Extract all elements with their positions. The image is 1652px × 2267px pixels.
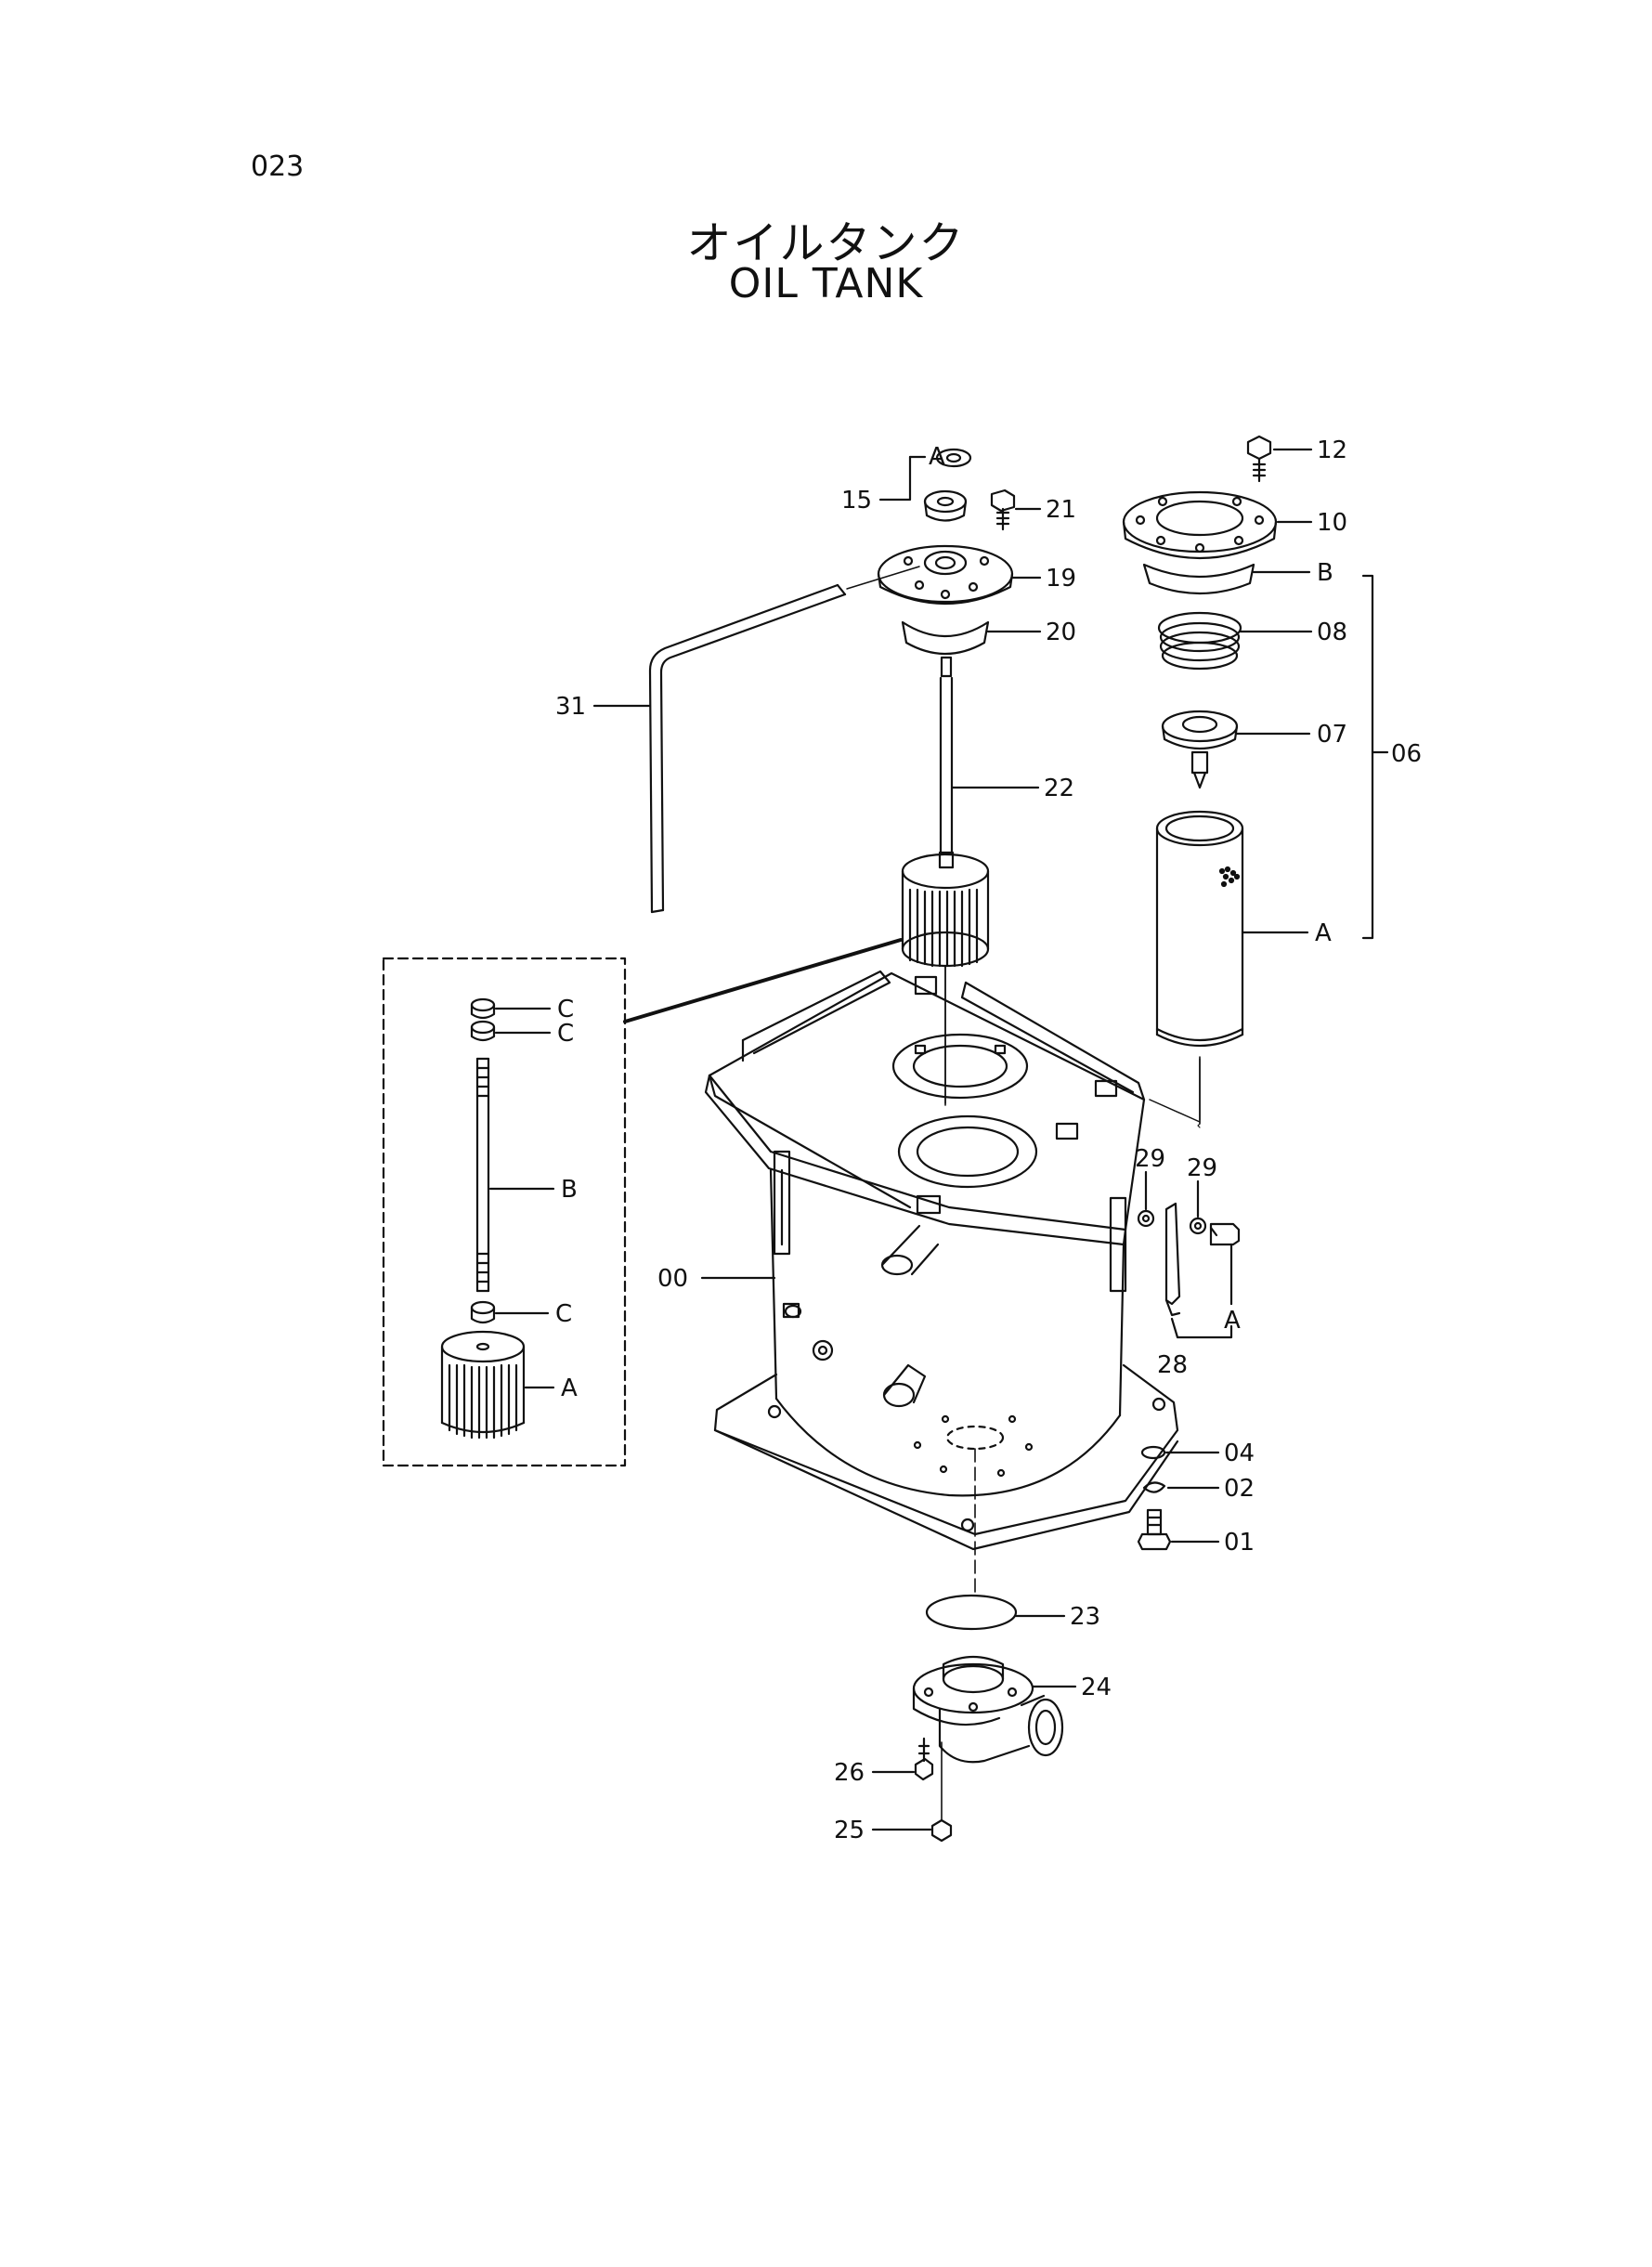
plug-25 xyxy=(871,1741,953,1843)
label-00: 00 xyxy=(657,1265,688,1293)
label-29b: 29 xyxy=(1187,1154,1217,1182)
bracket-06 xyxy=(1361,574,1389,940)
bolt-12 xyxy=(1246,435,1313,483)
cap-15 xyxy=(923,489,968,522)
label-inset-c1: C xyxy=(557,996,574,1023)
washer-04 xyxy=(1140,1445,1220,1460)
hose-31 xyxy=(592,566,920,914)
label-29a: 29 xyxy=(1135,1145,1165,1173)
label-21: 21 xyxy=(1046,496,1076,524)
label-inset-b: B xyxy=(561,1176,578,1204)
label-07: 07 xyxy=(1317,721,1347,749)
label-a-filter: A xyxy=(1315,919,1332,947)
label-20: 20 xyxy=(1046,619,1076,646)
bolt-21 xyxy=(990,489,1042,531)
label-06: 06 xyxy=(1391,740,1422,768)
nut-29b xyxy=(1189,1179,1207,1235)
title-japanese: オイルタンク xyxy=(686,217,966,269)
return-filter-element xyxy=(901,853,990,1104)
label-10: 10 xyxy=(1317,509,1347,537)
inset-nut-c1 xyxy=(470,997,552,1020)
bracket-28 xyxy=(1164,1202,1233,1339)
valve-07 xyxy=(1161,710,1311,789)
gasket-20 xyxy=(901,620,1042,656)
washer-02 xyxy=(1142,1481,1220,1493)
inset-filter-a xyxy=(440,1330,555,1440)
gasket-23 xyxy=(925,1594,1066,1631)
cover-19 xyxy=(877,544,1042,605)
label-12: 12 xyxy=(1317,436,1347,464)
label-inset-c2: C xyxy=(557,1020,574,1048)
title-english: OIL TANK xyxy=(728,260,924,307)
callout-leader-15 xyxy=(878,455,927,502)
label-19: 19 xyxy=(1046,565,1076,593)
tank-00 xyxy=(700,970,1179,1598)
label-26: 26 xyxy=(834,1759,865,1787)
label-25: 25 xyxy=(834,1817,865,1844)
gasket-b xyxy=(1142,563,1311,595)
label-28: 28 xyxy=(1157,1351,1188,1379)
spring-08 xyxy=(1157,611,1313,671)
bolt-26 xyxy=(871,1737,934,1781)
elbow-24 xyxy=(912,1655,1077,1764)
bolt-a-right xyxy=(1209,1222,1241,1306)
label-04: 04 xyxy=(1224,1440,1255,1467)
inset-rod-b xyxy=(475,1057,555,1293)
label-08: 08 xyxy=(1317,619,1347,646)
cover-10 xyxy=(1122,490,1313,560)
suction-filter-a xyxy=(1155,810,1309,1128)
label-24: 24 xyxy=(1081,1674,1112,1701)
label-22: 22 xyxy=(1044,775,1074,802)
page-number: 023 xyxy=(251,150,305,183)
label-a-top: A xyxy=(929,443,945,471)
washer-a xyxy=(935,448,972,468)
label-inset-c3: C xyxy=(555,1300,572,1328)
label-02: 02 xyxy=(1224,1475,1255,1503)
label-b-top: B xyxy=(1317,559,1333,587)
inset-nut-c2 xyxy=(470,1020,552,1042)
label-01: 01 xyxy=(1224,1529,1255,1557)
label-31: 31 xyxy=(555,693,586,721)
label-inset-a: A xyxy=(561,1375,578,1402)
label-23: 23 xyxy=(1070,1603,1100,1631)
bolt-01 xyxy=(1137,1508,1220,1551)
nut-29a xyxy=(1137,1170,1155,1228)
inset-box xyxy=(382,957,627,1467)
rod-22 xyxy=(938,656,1040,869)
inset-nut-c3 xyxy=(470,1300,550,1324)
label-a-right: A xyxy=(1224,1307,1241,1335)
label-15: 15 xyxy=(841,487,872,515)
